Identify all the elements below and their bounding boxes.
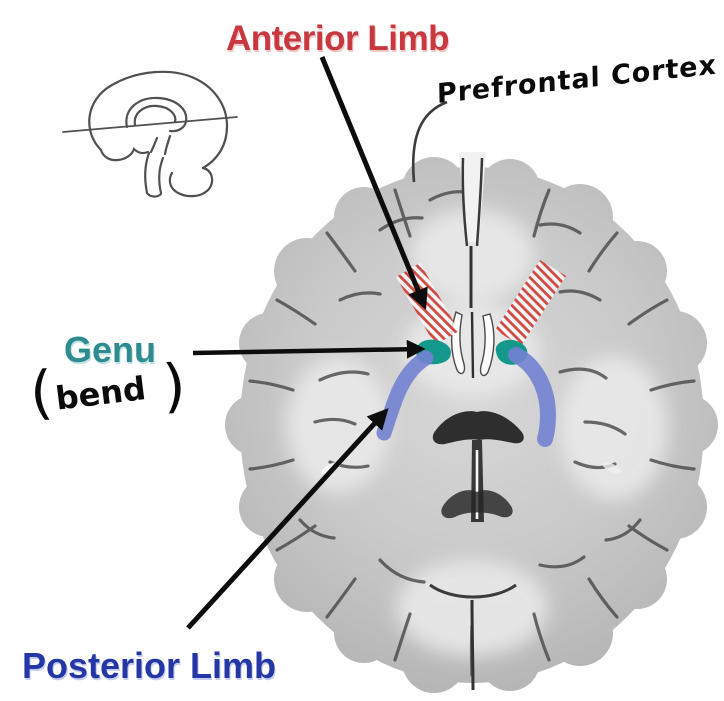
genu-bend-note: ( bend ) bbox=[28, 350, 188, 428]
anterior-limb-overlay-right bbox=[495, 260, 566, 346]
genu-label: Genu bbox=[64, 329, 157, 370]
annotation-arrows bbox=[186, 56, 428, 630]
slice-plane-line bbox=[62, 116, 238, 133]
posterior-limb-overlay-right bbox=[508, 347, 556, 447]
posterior-limb-label: Posterior Limb bbox=[22, 645, 277, 686]
bend-note-open-paren: ( bbox=[28, 357, 55, 428]
anterior-limb-label: Anterior Limb bbox=[226, 19, 449, 58]
sagittal-inset-sketch bbox=[62, 70, 238, 198]
midline-structures bbox=[321, 152, 622, 691]
bend-note-word: bend bbox=[53, 369, 148, 418]
posterior-limb-arrow bbox=[186, 408, 389, 630]
bend-note-close-paren: ) bbox=[161, 350, 188, 421]
genu-arrow bbox=[192, 339, 426, 359]
anterior-limb-arrow bbox=[319, 56, 428, 310]
prefrontal-pointer-curve bbox=[411, 100, 448, 183]
